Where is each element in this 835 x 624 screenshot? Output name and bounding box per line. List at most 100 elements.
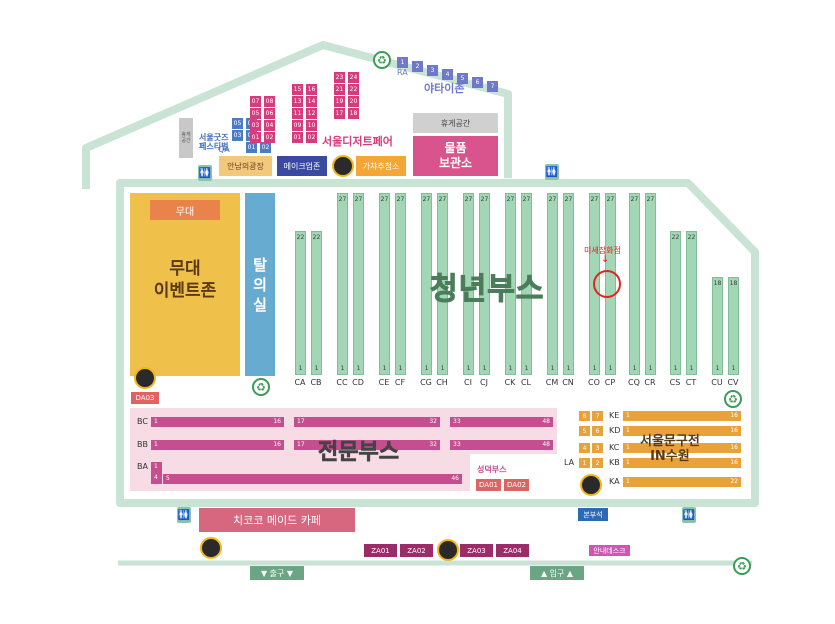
kids-zone-label: 야타이존 xyxy=(424,82,465,95)
booth-cell[interactable]: 8 xyxy=(579,411,590,421)
makeup-zone[interactable]: 메이크업존 xyxy=(277,156,327,176)
booth-cell[interactable]: 04 xyxy=(264,120,275,131)
exit-sign[interactable]: ▼ 출구 ▼ xyxy=(250,566,304,580)
booth-cell[interactable]: 18 xyxy=(348,108,359,119)
booth-cell[interactable]: 2 xyxy=(412,61,423,72)
booth-cell[interactable]: 07 xyxy=(250,96,261,107)
booth-cell[interactable]: 23 xyxy=(334,72,345,83)
booth-cell[interactable]: 15 xyxy=(292,84,303,95)
storage-room[interactable]: 물품 보관소 xyxy=(413,136,498,176)
booth-cell[interactable]: 6 xyxy=(472,77,483,88)
booth-cell[interactable]: 14 xyxy=(306,96,317,107)
booth-za04[interactable]: ZA04 xyxy=(496,544,529,557)
booth-cell[interactable]: 11 xyxy=(292,108,303,119)
booth-za01[interactable]: ZA01 xyxy=(364,544,397,557)
booth-cell[interactable]: 19 xyxy=(334,96,345,107)
booth-cell[interactable]: 1 xyxy=(579,458,590,468)
booth-cell[interactable]: 01 xyxy=(246,142,257,153)
stage-event-zone[interactable] xyxy=(130,193,240,376)
booth-da02[interactable]: DA02 xyxy=(504,479,529,491)
booth-cell[interactable]: 01 xyxy=(292,132,303,143)
booth-cell[interactable]: 7 xyxy=(487,81,498,92)
booth-cell[interactable]: 03 xyxy=(250,120,261,131)
gacha-zone[interactable]: 가챠추첨소 xyxy=(356,156,406,176)
booth-cell[interactable]: 12 xyxy=(306,108,317,119)
booth-cell[interactable]: 02 xyxy=(264,132,275,143)
headquarters[interactable]: 본부석 xyxy=(578,508,608,521)
booth-za03[interactable]: ZA03 xyxy=(460,544,493,557)
booth-cell[interactable]: 5 xyxy=(457,73,468,84)
booth-cell[interactable]: 01 xyxy=(250,132,261,143)
booth-cell[interactable]: 22 xyxy=(348,84,359,95)
booth-cell[interactable]: 4 xyxy=(579,443,590,453)
booth-cell[interactable]: 08 xyxy=(264,96,275,107)
booth-cell[interactable]: 05 xyxy=(232,118,243,129)
booth-da03[interactable]: DA03 xyxy=(131,392,159,404)
booth-cell[interactable]: 06 xyxy=(264,108,275,119)
column-label: CA xyxy=(294,378,306,387)
booth-cell[interactable]: 3 xyxy=(427,65,438,76)
booth-cell[interactable]: 17 xyxy=(334,108,345,119)
booth-cell[interactable]: 02 xyxy=(306,132,317,143)
booth-za02[interactable]: ZA02 xyxy=(400,544,433,557)
booth-cell[interactable]: 5 xyxy=(579,426,590,436)
booth-cell[interactable]: 13 xyxy=(292,96,303,107)
booth-cell[interactable]: 03 xyxy=(232,130,243,141)
booth-cell[interactable]: 24 xyxy=(348,72,359,83)
booth-cell[interactable]: 6 xyxy=(592,426,603,436)
booth-cell[interactable]: 4 xyxy=(442,69,453,80)
booth-cell[interactable]: 16 xyxy=(306,84,317,95)
dressing-room[interactable]: 탈 의 실 xyxy=(245,193,275,376)
column-label: CD xyxy=(352,378,364,387)
booth-da01[interactable]: DA01 xyxy=(476,479,501,491)
booth-cell[interactable]: 20 xyxy=(348,96,359,107)
booth-cell[interactable]: 09 xyxy=(292,120,303,131)
booth-cell[interactable]: 05 xyxy=(250,108,261,119)
entrance-sign[interactable]: ▲ 입구 ▲ xyxy=(530,566,584,580)
booth-cell[interactable]: 1 xyxy=(397,57,408,68)
maid-cafe[interactable]: 치코코 메이드 카페 xyxy=(199,508,355,532)
booth-cell[interactable]: 10 xyxy=(306,120,317,131)
booth-cell[interactable]: 3 xyxy=(592,443,603,453)
booth-cell[interactable]: 02 xyxy=(260,142,271,153)
info-desk[interactable]: 안내데스크 xyxy=(588,544,631,557)
booth-cell[interactable]: 7 xyxy=(592,411,603,421)
column-label: CQ xyxy=(628,378,640,387)
booth-cell[interactable]: 21 xyxy=(334,84,345,95)
annam-salon[interactable]: 안남의광장 xyxy=(219,156,272,176)
booth-cell[interactable]: 2 xyxy=(592,458,603,468)
